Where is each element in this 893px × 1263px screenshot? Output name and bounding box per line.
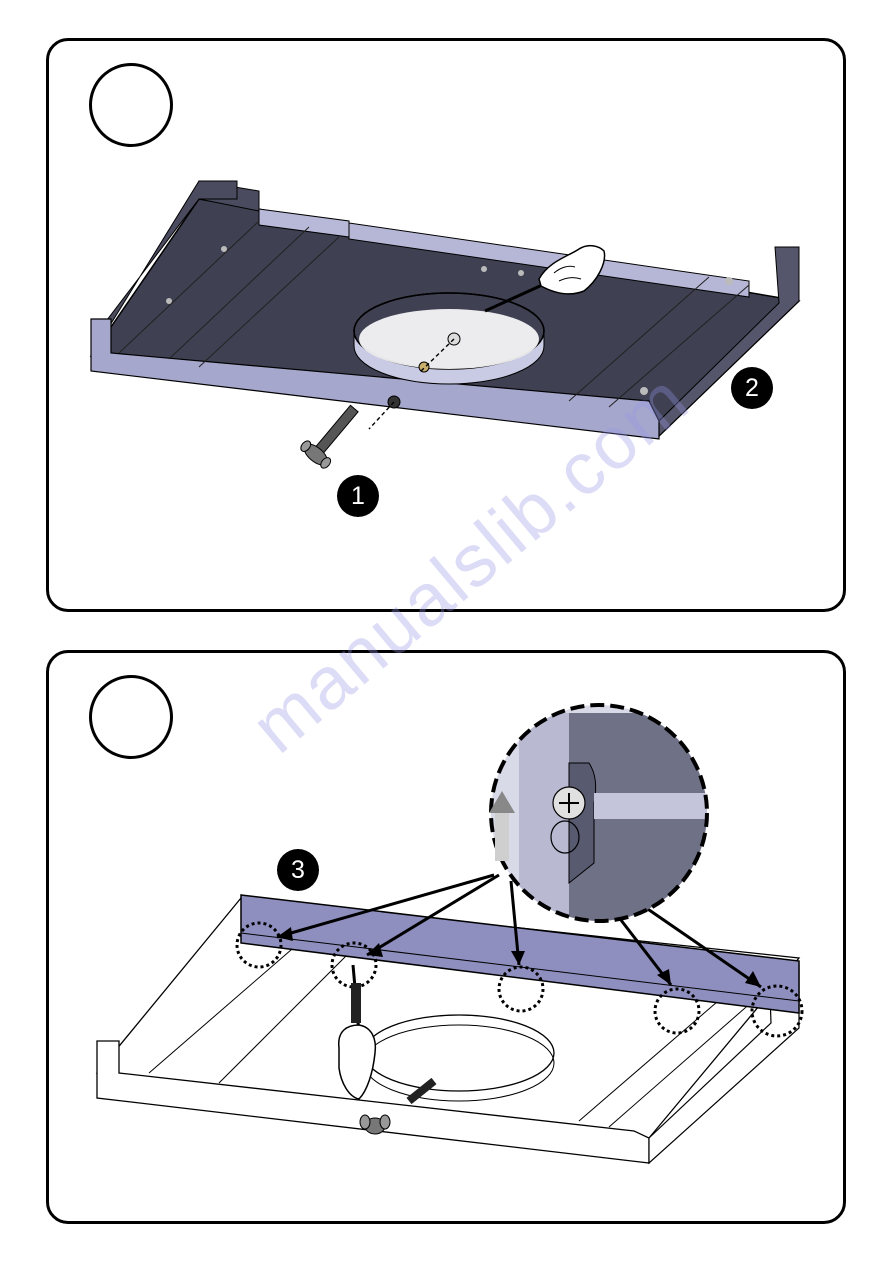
step-panel-top: 1 2 xyxy=(46,38,846,612)
callout-badge-1: 1 xyxy=(337,475,379,517)
callout-badge-3: 3 xyxy=(277,849,319,891)
step-panel-bottom: 3 xyxy=(46,650,846,1224)
hand-with-screwdriver-icon xyxy=(49,41,846,612)
callout-badge-2: 2 xyxy=(731,367,773,409)
wing-screw-icon xyxy=(49,653,846,1224)
